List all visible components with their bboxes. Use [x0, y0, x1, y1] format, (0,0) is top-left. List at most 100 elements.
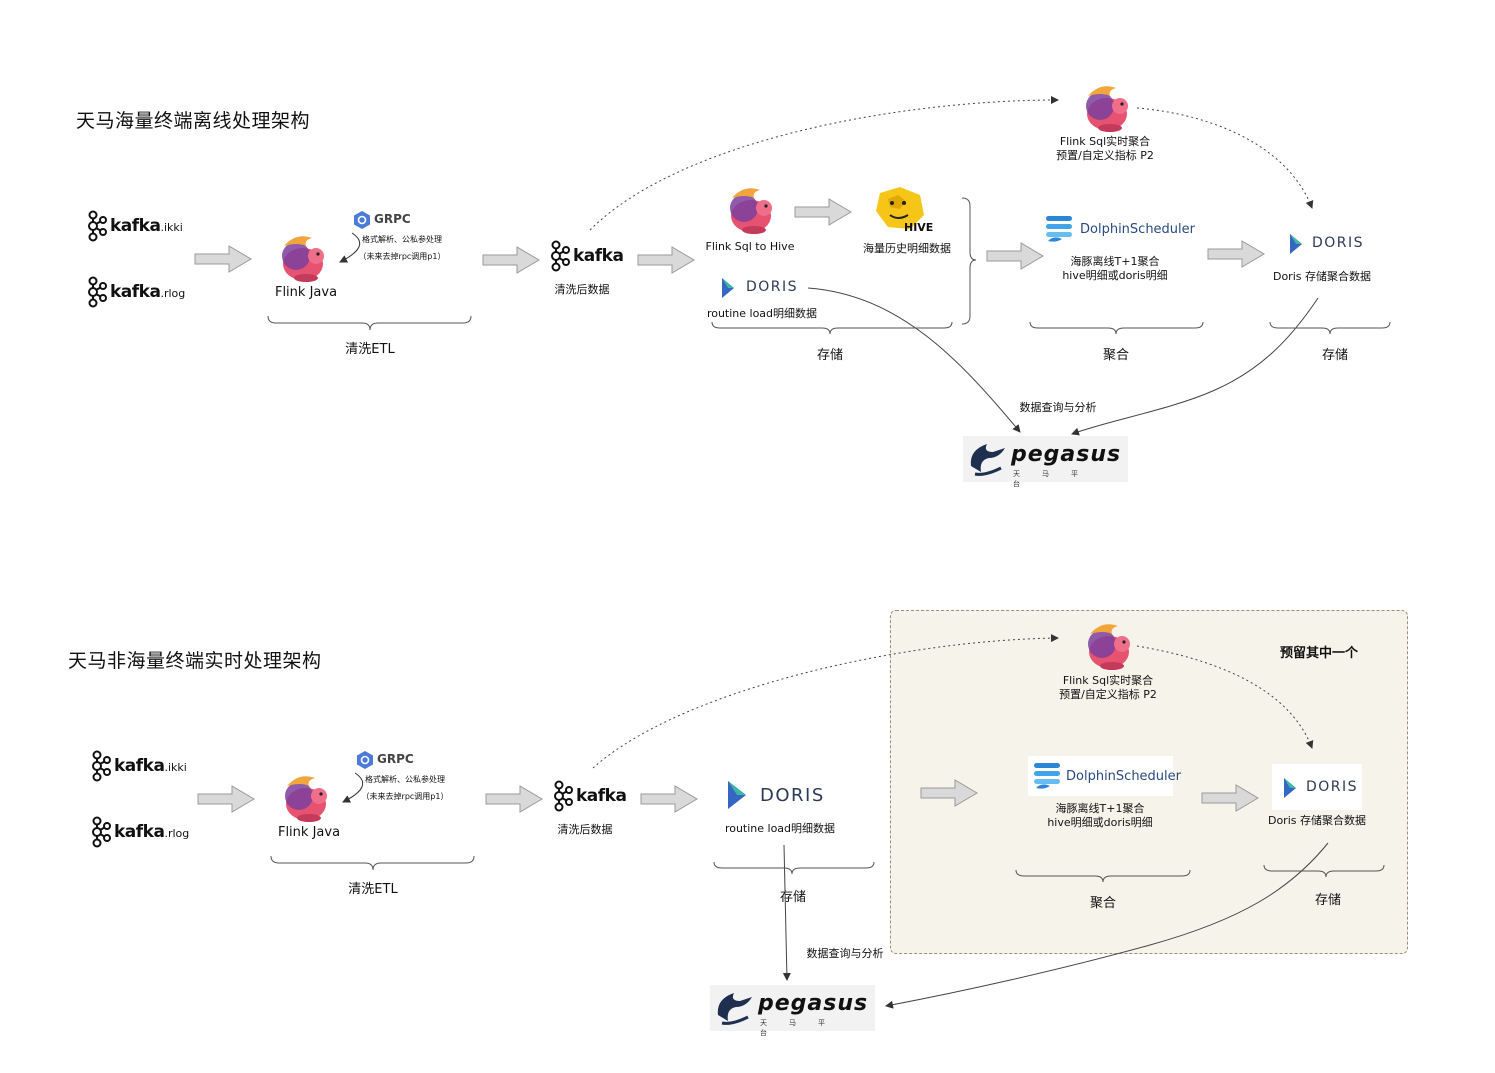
dolphinscheduler-brand: DolphinScheduler [1066, 769, 1182, 784]
kafka-icon [92, 750, 111, 782]
kafka-topic-suffix: .ikki [160, 221, 183, 234]
doris-brand: DORIS [1312, 235, 1365, 251]
kafka-middle: kafka [552, 780, 627, 812]
query-arrow [782, 844, 791, 981]
flink-squirrel-icon [1088, 624, 1130, 670]
flink-squirrel-icon [285, 776, 327, 822]
doris-brand: DORIS [746, 279, 799, 295]
block-arrow-icon [986, 242, 1044, 270]
doris-brand: DORIS [760, 785, 825, 806]
group-brace [270, 855, 475, 871]
kafka-icon [554, 780, 573, 812]
grpc-note: 格式解析、公私参处理 [365, 775, 445, 784]
flink-squirrel-icon [1086, 86, 1128, 132]
kafka-icon [88, 276, 107, 308]
hive-logo: HIVE [870, 185, 934, 237]
pegasus-logo: pegasus 天马平台 [710, 985, 875, 1037]
flink-squirrel-icon [730, 188, 772, 234]
kafka-icon [92, 816, 111, 848]
group-brace [1029, 321, 1204, 335]
aggregate-line2: hive明细或doris明细 [1047, 816, 1153, 829]
reserve-note: 预留其中一个 [1280, 646, 1359, 661]
dotted-arrow [1136, 645, 1314, 749]
doris-routine-label: routine load明细数据 [724, 822, 836, 835]
dotted-arrow [589, 96, 1059, 231]
grpc-loop-arrow [342, 772, 364, 803]
block-arrow-icon [637, 246, 695, 274]
etl-group-label: 清洗ETL [345, 342, 395, 357]
realtime-line2: 预置/自定义指标 P2 [1059, 688, 1157, 701]
block-arrow-icon [194, 245, 252, 273]
realtime-line1: Flink Sql实时聚合 [1062, 674, 1154, 687]
doris-logo: DORIS [726, 778, 836, 812]
kafka-topic-suffix: .rlog [164, 827, 190, 840]
grpc-future-note: （未来去掉rpc调用p1） [361, 792, 449, 801]
block-arrow-icon [640, 785, 698, 813]
doris-icon [728, 781, 746, 809]
grpc-icon [357, 751, 373, 769]
group-brace [1015, 869, 1191, 883]
query-arrow [1071, 297, 1319, 436]
block-arrow-icon [1201, 784, 1259, 812]
pegasus-icon [970, 444, 1005, 476]
dotted-arrow [1136, 107, 1314, 209]
pegasus-logo: pegasus 天马平台 [963, 436, 1128, 488]
aggregate-line1: 海豚离线T+1聚合 [1070, 255, 1160, 268]
diagram-title-realtime: 天马非海量终端实时处理架构 [68, 650, 322, 672]
query-label: 数据查询与分析 [1019, 401, 1097, 414]
group-brace [961, 197, 977, 325]
pegasus-sub: 天马平台 [1013, 470, 1100, 488]
dolphinscheduler-logo: DolphinScheduler [1028, 756, 1181, 796]
pegasus-brand: pegasus [1011, 442, 1122, 467]
block-arrow-icon [1207, 240, 1265, 268]
kafka-brand: kafka [573, 246, 624, 266]
query-arrow [807, 287, 1021, 433]
grpc-brand: GRPC [377, 752, 414, 766]
realtime-line1: Flink Sql实时聚合 [1059, 135, 1151, 148]
kafka-brand: kafka [110, 216, 161, 236]
kafka-icon [551, 240, 570, 272]
doris-icon [1284, 778, 1296, 798]
flink-squirrel-icon [282, 236, 324, 282]
kafka-middle: kafka [549, 240, 624, 272]
aggregate-group-label: 聚合 [1102, 348, 1129, 363]
pegasus-icon [717, 993, 752, 1025]
doris-icon [1290, 234, 1302, 254]
grpc-logo: GRPC [355, 750, 425, 770]
result-group-label: 存储 [1321, 348, 1348, 363]
kafka-source-rlog: kafka.rlog [86, 276, 196, 308]
pegasus-brand: pegasus [758, 991, 869, 1016]
kafka-brand: kafka [576, 786, 627, 806]
realtime-line2: 预置/自定义指标 P2 [1056, 149, 1154, 162]
aggregate-line2: hive明细或doris明细 [1062, 269, 1168, 282]
etl-engine-label: Flink Java [274, 285, 338, 300]
grpc-note: 格式解析、公私参处理 [362, 235, 442, 244]
kafka-source-ikki: kafka.ikki [86, 210, 196, 242]
dolphinscheduler-logo: DolphinScheduler [1042, 213, 1195, 245]
pegasus-sub: 天马平台 [760, 1019, 847, 1037]
hive-label: 海量历史明细数据 [863, 242, 951, 255]
kafka-source-rlog: kafka.rlog [90, 816, 200, 848]
group-brace [267, 315, 472, 331]
group-brace [1263, 864, 1385, 878]
dolphinscheduler-icon [1046, 216, 1072, 242]
result-label: Doris 存储聚合数据 [1272, 270, 1371, 283]
etl-group-label: 清洗ETL [348, 882, 398, 897]
doris-logo: DORIS [1288, 232, 1378, 256]
kafka-icon [88, 210, 107, 242]
doris-brand: DORIS [1306, 779, 1359, 795]
storage-group-label: 存储 [779, 890, 806, 905]
hive-icon [876, 187, 924, 229]
kafka-brand: kafka [110, 282, 161, 302]
grpc-loop-arrow [339, 232, 361, 263]
block-arrow-icon [920, 779, 978, 807]
kafka-middle-label: 清洗后数据 [554, 283, 610, 296]
group-brace [711, 321, 953, 335]
hive-brand: HIVE [904, 221, 934, 234]
dotted-arrow [592, 634, 1059, 769]
kafka-brand: kafka [114, 756, 165, 776]
aggregate-line1: 海豚离线T+1聚合 [1055, 802, 1145, 815]
block-arrow-icon [794, 198, 852, 226]
doris-routine-label: routine load明细数据 [706, 307, 818, 320]
